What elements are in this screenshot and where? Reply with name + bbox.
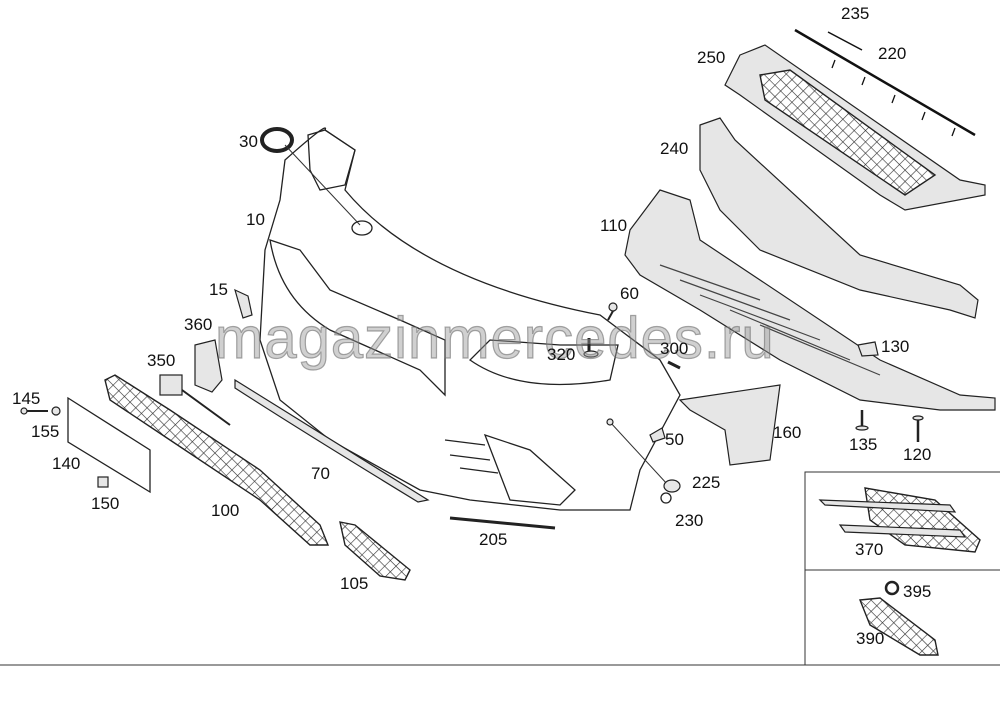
- inset-box: [804, 471, 1000, 666]
- label-220: 220: [878, 44, 907, 63]
- trim-strip-205: [449, 516, 556, 530]
- clip-130: [857, 341, 879, 357]
- label-50: 50: [665, 430, 684, 449]
- label-60: 60: [620, 284, 639, 303]
- label-250: 250: [697, 48, 726, 67]
- clip-150: [97, 476, 109, 488]
- label-100: 100: [211, 501, 240, 520]
- screw-145: [20, 407, 48, 415]
- grille-insert-105: [339, 521, 411, 581]
- label-395: 395: [903, 582, 932, 601]
- label-370: 370: [855, 540, 884, 559]
- rivet-135: [855, 410, 869, 431]
- watermark: magazinmercedes.ru: [214, 305, 775, 371]
- ring-230: [660, 492, 672, 504]
- label-320: 320: [547, 345, 576, 364]
- label-235: 235: [841, 4, 870, 23]
- bumper-cover-10: [259, 127, 681, 511]
- label-105: 105: [340, 574, 369, 593]
- grille-insert-370: [818, 487, 981, 553]
- label-70: 70: [311, 464, 330, 483]
- trim-strip-70: [234, 378, 430, 503]
- label-360: 360: [184, 315, 213, 334]
- lower-grille-100: [104, 374, 330, 546]
- label-155: 155: [31, 422, 60, 441]
- label-390: 390: [856, 629, 885, 648]
- label-110: 110: [600, 216, 628, 235]
- label-300: 300: [660, 339, 689, 358]
- air-duct-160: [678, 384, 781, 466]
- grille-insert-390: [859, 597, 939, 656]
- label-240: 240: [660, 139, 689, 158]
- license-plate-holder-140: [67, 396, 151, 494]
- label-10: 10: [246, 210, 265, 229]
- emblem-30: [260, 127, 294, 153]
- support-240: [699, 117, 979, 319]
- bolt-50: [649, 427, 666, 443]
- clip-300: [667, 360, 681, 370]
- label-130: 130: [881, 337, 910, 356]
- sensor-350: [159, 374, 183, 396]
- trim-strip-220: [794, 28, 976, 137]
- bracket-360: [194, 339, 223, 393]
- clip-15: [234, 288, 253, 319]
- push-pin-320: [583, 338, 599, 358]
- label-30: 30: [239, 132, 258, 151]
- screw-120: [912, 415, 924, 442]
- label-230: 230: [675, 511, 704, 530]
- label-135: 135: [849, 435, 878, 454]
- clip-395: [884, 580, 900, 596]
- label-140: 140: [52, 454, 81, 473]
- label-225: 225: [692, 473, 721, 492]
- label-150: 150: [91, 494, 120, 513]
- grille-frame-250: [724, 44, 986, 211]
- sensor-225: [663, 479, 681, 493]
- underbody-shield-110: [624, 189, 996, 411]
- label-15: 15: [209, 280, 228, 299]
- label-350: 350: [147, 351, 176, 370]
- label-120: 120: [903, 445, 932, 464]
- label-160: 160: [773, 423, 802, 442]
- label-205: 205: [479, 530, 508, 549]
- washer-155: [51, 406, 61, 416]
- label-145: 145: [12, 389, 41, 408]
- screw-60: [607, 302, 618, 321]
